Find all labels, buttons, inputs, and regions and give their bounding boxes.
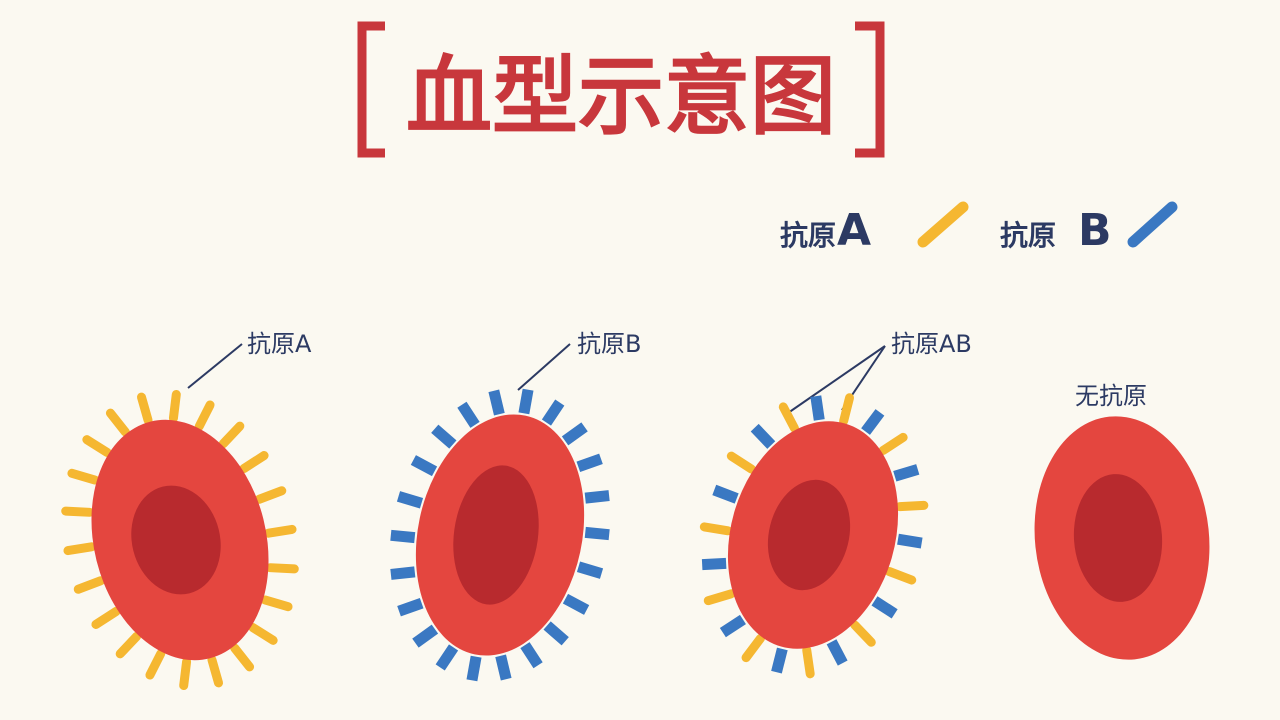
- antigen-a-spike: [895, 500, 929, 512]
- legend-antigen-a-swatch: [917, 201, 969, 248]
- antigen-b-spike: [397, 598, 424, 617]
- antigen-b-spike: [410, 455, 438, 477]
- legend-antigen-b-swatch: [1127, 201, 1178, 248]
- antigen-a-spike: [254, 486, 287, 504]
- legend: 抗原 A 抗原 B: [780, 201, 1178, 256]
- antigen-a-spike: [741, 633, 765, 663]
- cell-no-antigen: [1034, 416, 1210, 660]
- antigen-a-spike: [61, 506, 95, 517]
- antigen-b-spike: [543, 621, 569, 646]
- antigen-b-spike: [396, 491, 424, 509]
- antigen-b-spike: [584, 490, 610, 504]
- antigen-a-spike: [248, 623, 278, 645]
- antigen-a-spike: [63, 542, 97, 556]
- antigen-b-spike: [826, 639, 848, 666]
- cell-nucleus: [767, 479, 851, 591]
- callout-no-antigen-label: 无抗原: [1075, 382, 1147, 410]
- antigen-a-spike: [884, 567, 917, 585]
- antigen-b-spike: [712, 484, 739, 504]
- antigen-b-spike: [488, 389, 505, 416]
- antigen-b-spike: [750, 423, 776, 449]
- antigen-a-spike: [194, 400, 215, 431]
- antigen-b-spike: [893, 464, 920, 482]
- antigen-b-spike: [584, 526, 610, 541]
- antigen-b-spike: [520, 642, 543, 669]
- callout-antigen-ab-leader-a: [787, 345, 886, 414]
- antigen-a-spike: [136, 392, 153, 425]
- antigen-a-spike: [239, 451, 269, 474]
- title-frame: 血型示意图: [357, 21, 885, 158]
- antigen-b-spike: [719, 614, 746, 638]
- antigen-a-spike: [179, 657, 192, 691]
- antigen-a-spike: [726, 451, 757, 474]
- antigen-a-spike: [168, 389, 181, 423]
- cells: [61, 388, 1210, 691]
- title-right-bracket: [855, 21, 885, 158]
- antigen-b-spike: [562, 593, 590, 615]
- antigen-b-spike: [810, 395, 825, 421]
- antigen-a-spike: [703, 589, 736, 606]
- cell-nucleus: [131, 485, 221, 595]
- antigen-b-spike: [495, 654, 512, 681]
- antigen-a-spike: [115, 631, 142, 659]
- antigen-a-spike: [802, 645, 815, 679]
- cell-antigen-b: [390, 388, 610, 682]
- legend-antigen-b-letter: B: [1078, 205, 1112, 256]
- antigen-a-spike: [850, 620, 876, 647]
- antigen-b-spike: [466, 655, 482, 682]
- antigen-a-spike: [67, 468, 100, 485]
- antigen-a-spike: [878, 432, 908, 456]
- antigen-b-spike: [435, 644, 459, 671]
- cell-antigen-ab: [699, 393, 929, 679]
- antigen-b-spike: [390, 529, 416, 544]
- antigen-a-spike: [260, 595, 293, 612]
- antigen-a-spike: [699, 522, 733, 536]
- title-left-bracket: [357, 21, 385, 158]
- antigen-a-spike: [73, 576, 106, 594]
- antigen-b-spike: [871, 596, 898, 619]
- cell-nucleus: [1073, 474, 1163, 602]
- antigen-a-spike: [91, 606, 121, 629]
- antigen-b-spike: [431, 424, 457, 449]
- antigen-b-spike: [457, 401, 480, 428]
- antigen-a-spike: [263, 524, 297, 538]
- legend-antigen-a-prefix: 抗原: [780, 219, 836, 252]
- antigen-a-spike: [265, 563, 299, 574]
- antigen-a-spike: [218, 421, 245, 449]
- antigen-a-spike: [207, 655, 224, 688]
- callout-antigen-ab-label: 抗原AB: [891, 330, 972, 358]
- antigen-b-spike: [576, 453, 603, 472]
- cell-antigen-a: [61, 389, 299, 691]
- antigen-a-spike: [82, 435, 112, 457]
- legend-antigen-a-letter: A: [837, 205, 871, 256]
- antigen-b-spike: [701, 557, 727, 571]
- antigen-b-spike: [771, 647, 788, 674]
- callout-antigen-a-label: 抗原A: [247, 330, 312, 358]
- callout-antigen-a-leader: [187, 343, 243, 389]
- antigen-a-spike: [105, 408, 130, 437]
- cell-nucleus: [453, 465, 539, 605]
- antigen-a-spike: [230, 643, 255, 672]
- page-title: 血型示意图: [406, 47, 836, 147]
- antigen-b-spike: [861, 409, 885, 435]
- callout-antigen-b-label: 抗原B: [577, 330, 641, 358]
- antigen-a-spike: [839, 393, 855, 426]
- callout-antigen-b-leader: [517, 343, 571, 391]
- antigen-b-spike: [541, 399, 565, 426]
- antigen-b-spike: [897, 533, 923, 549]
- antigen-b-spike: [518, 388, 534, 415]
- antigen-b-spike: [390, 566, 416, 580]
- antigen-b-spike: [561, 422, 588, 446]
- antigen-a-spike: [145, 649, 166, 680]
- antigen-a-spike: [778, 402, 799, 433]
- antigen-b-spike: [576, 561, 604, 579]
- legend-antigen-b-prefix: 抗原: [1000, 219, 1056, 252]
- antigen-b-spike: [412, 624, 439, 648]
- callouts: 抗原A 抗原B 抗原AB 无抗原: [187, 330, 1147, 414]
